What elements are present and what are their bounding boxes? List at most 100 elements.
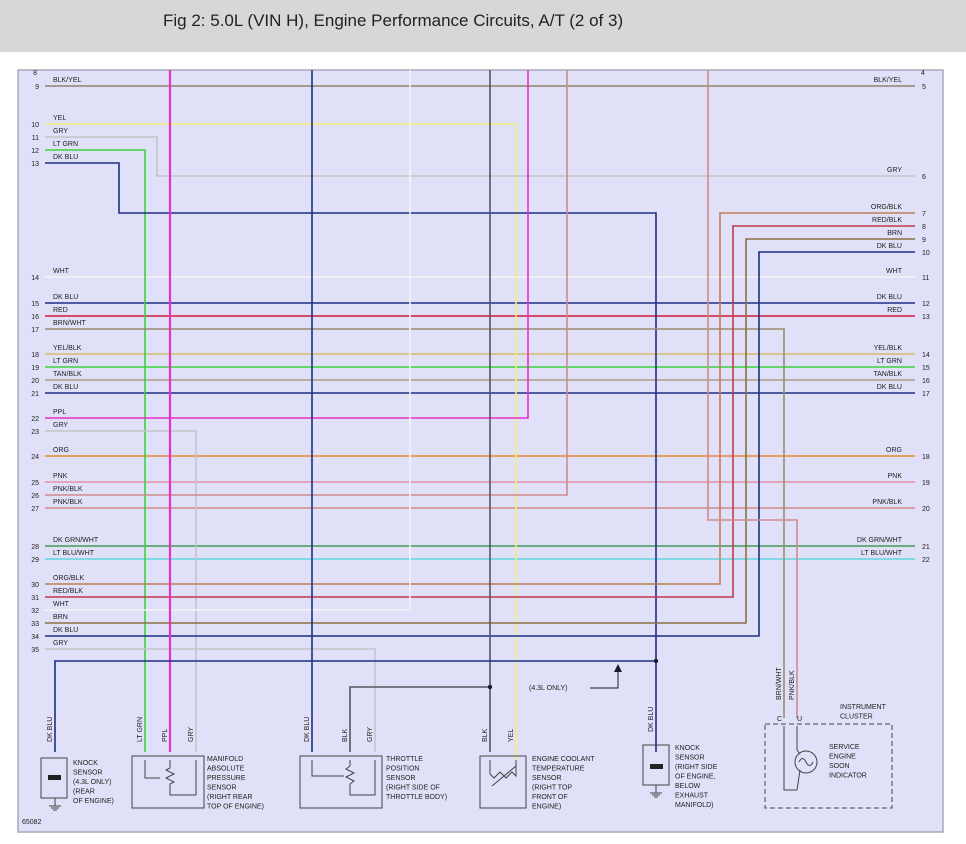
- wire-layer: [45, 70, 915, 760]
- wire-label-vertical: PPL: [162, 729, 169, 742]
- pin-number: 5: [922, 84, 926, 91]
- service-engine-soon-label: INDICATOR: [829, 773, 867, 780]
- harness-wire: [45, 162, 657, 752]
- wire-label: WHT: [53, 601, 70, 608]
- pin-number: 8: [33, 70, 37, 77]
- pin-number: 10: [31, 122, 39, 129]
- tps-sensor: [299, 755, 383, 809]
- cluster-pin-u: U: [797, 716, 802, 723]
- pin-number: 9: [922, 237, 926, 244]
- wire-label: BRN/WHT: [53, 320, 86, 327]
- harness-wire: [45, 70, 568, 496]
- ect-thermistor: [489, 760, 517, 779]
- ect-arrow: [491, 765, 517, 787]
- map-sensor: [131, 755, 205, 809]
- lamp-filament: [798, 758, 814, 766]
- pin-number: 24: [31, 454, 39, 461]
- wire-label: YEL/BLK: [53, 345, 82, 352]
- knock-sensor-1-label: SENSOR: [73, 770, 103, 777]
- wire-label-vertical: GRY: [188, 727, 195, 742]
- wire-label: DK BLU: [53, 627, 78, 634]
- pin-number: 33: [31, 621, 39, 628]
- note-label: (4.3L ONLY): [529, 685, 568, 692]
- splice-dot: [653, 658, 659, 664]
- map-wiper: [144, 760, 160, 779]
- harness-wire: [45, 328, 785, 718]
- tps-label: THROTTLE: [386, 756, 423, 763]
- pin-number: 12: [922, 301, 930, 308]
- map-sensor-label: PRESSURE: [207, 775, 246, 782]
- pin-number: 15: [31, 301, 39, 308]
- knock-sensor-2-label: KNOCK: [675, 745, 700, 752]
- wire-label: PNK/BLK: [872, 499, 902, 506]
- wire-label: BLK/YEL: [53, 77, 82, 84]
- wire-label: LT GRN: [53, 141, 78, 148]
- map-sensor-label: (RIGHT REAR: [207, 794, 252, 801]
- wire-label-vertical: DK BLU: [648, 707, 655, 732]
- pin-number: 34: [31, 634, 39, 641]
- wire-label: DK BLU: [53, 154, 78, 161]
- wire-label: LT BLU/WHT: [861, 550, 903, 557]
- tps-label: POSITION: [386, 766, 419, 773]
- note-arrowhead: [614, 664, 622, 672]
- splice-dot: [487, 684, 493, 690]
- harness-wire: [45, 212, 915, 585]
- knock-sensor-2-label: (RIGHT SIDE: [675, 764, 718, 771]
- wire-label: TAN/BLK: [873, 371, 902, 378]
- knock-sensor-1-label: KNOCK: [73, 760, 98, 767]
- harness-wire: [349, 686, 490, 752]
- wire-label: DK GRN/WHT: [53, 537, 99, 544]
- pin-number: 20: [922, 506, 930, 513]
- pin-number: 12: [31, 148, 39, 155]
- wire-label: DK BLU: [877, 384, 902, 391]
- harness-wire: [45, 225, 915, 598]
- wire-label: RED/BLK: [53, 588, 83, 595]
- pin-number: 31: [31, 595, 39, 602]
- knock-element: [48, 775, 61, 780]
- pin-number: 18: [922, 454, 930, 461]
- wire-label: DK GRN/WHT: [857, 537, 903, 544]
- pin-number: 30: [31, 582, 39, 589]
- pin-number: 35: [31, 647, 39, 654]
- pin-number: 13: [922, 314, 930, 321]
- wire-label: YEL: [53, 115, 66, 122]
- wire-label: DK BLU: [53, 294, 78, 301]
- pin-number: 22: [922, 557, 930, 564]
- knock-sensor-2-label: EXHAUST: [675, 793, 709, 800]
- lamp-lead: [796, 749, 801, 755]
- ect-label: (RIGHT TOP: [532, 785, 572, 792]
- wire-label: ORG/BLK: [871, 204, 902, 211]
- map-sensor-label: MANIFOLD: [207, 756, 243, 763]
- service-engine-soon-label: SOON: [829, 763, 850, 770]
- tps-resistor: [344, 760, 376, 796]
- lamp-lead: [796, 769, 801, 791]
- tps-label: (RIGHT SIDE OF: [386, 785, 440, 792]
- knock-sensor-1: [40, 757, 68, 799]
- wire-label: TAN/BLK: [53, 371, 82, 378]
- wire-label: DK BLU: [877, 243, 902, 250]
- harness-wire: [707, 70, 798, 718]
- wire-label: ORG/BLK: [53, 575, 84, 582]
- pin-number: 19: [31, 365, 39, 372]
- wire-label-vertical: LT GRN: [137, 717, 144, 742]
- pin-number: 32: [31, 608, 39, 615]
- header-bar: Fig 2: 5.0L (VIN H), Engine Performance …: [0, 0, 966, 52]
- wire-label: GRY: [887, 167, 902, 174]
- wire-label: ORG: [886, 447, 902, 454]
- knock-sensor-2-label: BELOW: [675, 783, 701, 790]
- ect-label: TEMPERATURE: [532, 766, 585, 773]
- knock-sensor-2-label: SENSOR: [675, 755, 705, 762]
- harness-wire: [54, 660, 656, 752]
- cluster-wire: [783, 726, 797, 791]
- wire-label: GRY: [53, 422, 68, 429]
- pin-number: 15: [922, 365, 930, 372]
- ect-label: ENGINE COOLANT: [532, 756, 595, 763]
- instrument-cluster: [764, 723, 893, 809]
- harness-wire: [45, 149, 146, 752]
- wire-label: GRY: [53, 128, 68, 135]
- pin-number: 14: [922, 352, 930, 359]
- pin-number: 21: [922, 544, 930, 551]
- note-arrow: [590, 668, 619, 689]
